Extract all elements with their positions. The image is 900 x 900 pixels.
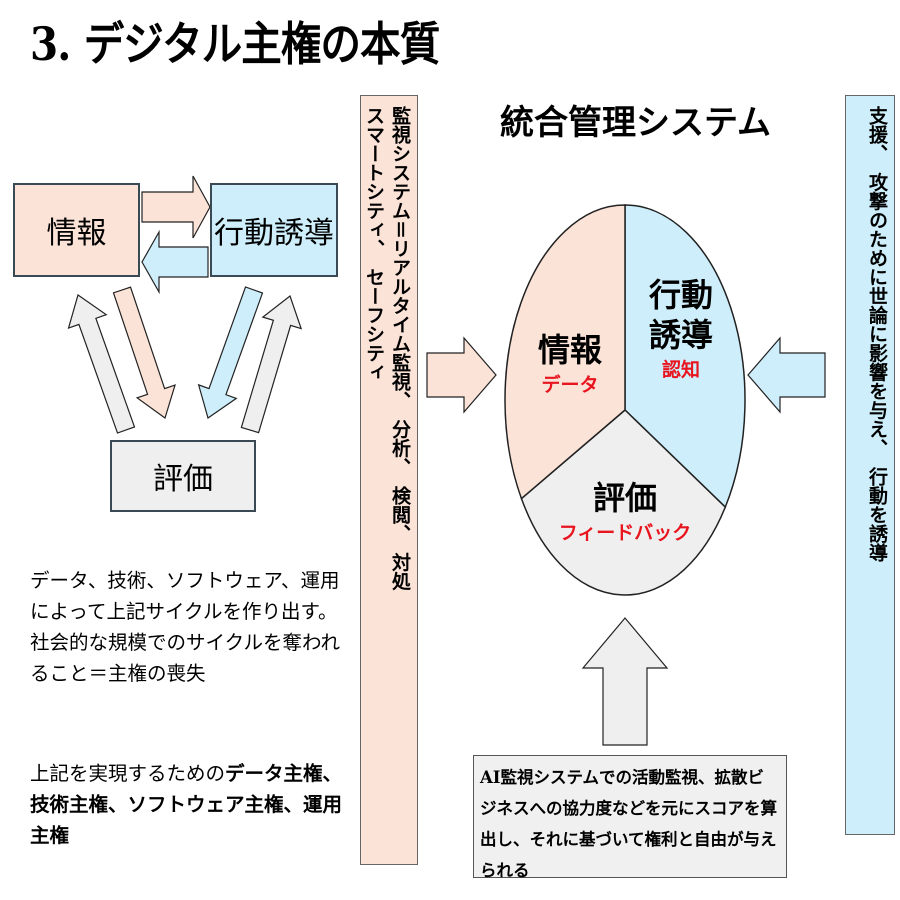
cognition-label: 認知 xyxy=(661,359,700,381)
arrow-action-to-eval xyxy=(197,286,264,419)
system-info-label: 情報 データ xyxy=(530,330,610,397)
description-prefix: 上記を実現するための xyxy=(30,762,226,785)
data-label: データ xyxy=(541,374,599,396)
support-box: 支援、 攻撃のために世論に影響を与え、 行動を誘導 xyxy=(845,95,895,835)
eval-label: 評価 xyxy=(592,479,657,517)
surveillance-line-2: スマートシティ、 セーフシティ xyxy=(363,106,385,382)
cycle-action-box: 行動誘導 xyxy=(210,183,338,277)
action-label-2: 誘導 xyxy=(648,316,713,354)
arrow-into-info xyxy=(426,336,497,414)
description-paragraph-1: データ、技術、ソフトウェア、運用によって上記サイクルを作り出す。社会的な規模での… xyxy=(30,569,341,685)
feedback-label: フィードバック xyxy=(558,522,692,544)
arrow-eval-to-info xyxy=(67,294,136,434)
arrow-up-from-note xyxy=(581,617,669,746)
system-title: 統合管理システム xyxy=(500,103,771,143)
arrow-info-to-eval xyxy=(112,286,176,419)
system-eval-label: 評価 フィードバック xyxy=(555,478,695,545)
action-label-1: 行動 xyxy=(648,276,713,314)
system-eval-sector xyxy=(520,408,727,596)
arrow-into-action xyxy=(747,336,826,414)
page-title: 3. デジタル主権の本質 xyxy=(30,17,440,71)
surveillance-box: 監視システム＝リアルタイム監視、 分析、 検閲、 対処 スマートシティ、 セーフ… xyxy=(360,95,418,865)
system-action-label: 行動 誘導 認知 xyxy=(636,275,726,382)
cycle-evaluation-box: 評価 xyxy=(110,440,256,512)
arrow-info-to-action xyxy=(141,175,211,239)
arrow-eval-to-action xyxy=(240,295,303,434)
description-sovereignty-list: データ主権、技術主権、ソフトウェア主権、運用主権 xyxy=(30,762,343,847)
description-paragraph-2: 上記を実現するためのデータ主権、技術主権、ソフトウェア主権、運用主権 xyxy=(30,758,350,851)
arrow-action-to-info xyxy=(141,229,209,295)
bottom-note-box: AI監視システムでの活動監視、拡散ビジネスへの協力度などを元にスコアを算出し、そ… xyxy=(473,755,787,880)
cycle-info-box: 情報 xyxy=(13,183,140,277)
system-action-sector xyxy=(624,204,746,509)
system-info-sector xyxy=(504,204,626,500)
surveillance-line-1: 監視システム＝リアルタイム監視、 分析、 検閲、 対処 xyxy=(389,106,411,591)
info-label: 情報 xyxy=(537,331,602,369)
